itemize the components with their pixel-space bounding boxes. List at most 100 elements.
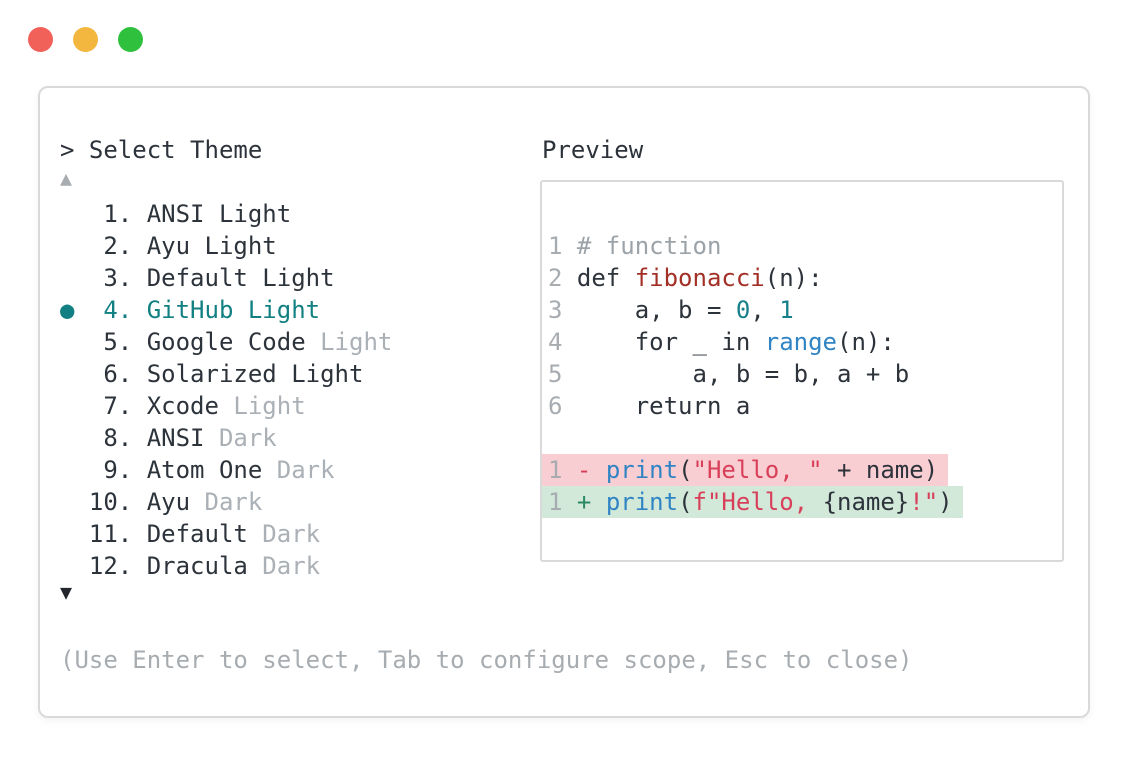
code-token-txt: + name) — [822, 456, 939, 484]
code-token-txt: ( — [678, 456, 693, 484]
code-token-ln: 1 — [548, 232, 577, 260]
option-number: 2. — [60, 232, 147, 260]
code-token-ln: 2 — [548, 264, 577, 292]
option-label: ANSI Light — [146, 200, 292, 228]
theme-option-3[interactable]: 3. Default Light — [60, 262, 392, 294]
code-token-txt: (n): — [837, 328, 895, 356]
option-number: 7. — [60, 392, 147, 420]
diff-line-removed: 1 - print("Hello, " + name) — [542, 454, 1062, 486]
code-token-com: # function — [576, 232, 722, 260]
code-token-txt: return a — [576, 392, 751, 420]
code-line — [542, 422, 1062, 454]
option-label: Dracula — [146, 552, 248, 580]
close-button-icon[interactable] — [28, 27, 53, 52]
option-number: 3. — [60, 264, 147, 292]
diff-line-added: 1 + print(f"Hello, {name}!") — [542, 486, 1062, 518]
code-token-ln: 6 — [548, 392, 577, 420]
option-label: Xcode — [146, 392, 219, 420]
theme-option-6[interactable]: 6. Solarized Light — [60, 358, 392, 390]
option-number: 8. — [60, 424, 147, 452]
option-label: Default — [146, 520, 248, 548]
theme-option-4[interactable]: ● 4. GitHub Light — [60, 294, 392, 326]
option-label-variant: Dark — [247, 520, 321, 548]
code-token-ln: 1 — [548, 488, 577, 516]
preview-label: Preview — [542, 136, 644, 164]
code-token-str: f"Hello, — [692, 488, 823, 516]
code-token-plus: + — [576, 488, 606, 516]
code-token-minus: - — [576, 456, 606, 484]
option-label: Solarized Light — [146, 360, 364, 388]
option-label-variant: Light — [305, 328, 393, 356]
option-label-variant: Dark — [262, 456, 335, 484]
scroll-up-icon[interactable]: ▲ — [60, 166, 73, 190]
option-label: ANSI — [146, 424, 205, 452]
code-token-ln: 4 — [548, 328, 577, 356]
code-token-ln: 3 — [548, 296, 577, 324]
code-line: 6 return a — [542, 390, 1062, 422]
window-controls — [28, 27, 143, 52]
code-line: 3 a, b = 0, 1 — [542, 294, 1062, 326]
code-token-txt: ( — [678, 488, 693, 516]
theme-option-11[interactable]: 11. Default Dark — [60, 518, 392, 550]
option-label: Google Code — [146, 328, 306, 356]
code-token-ln: 5 — [548, 360, 577, 388]
theme-option-5[interactable]: 5. Google Code Light — [60, 326, 392, 358]
code-line: 2 def fibonacci(n): — [542, 262, 1062, 294]
theme-option-2[interactable]: 2. Ayu Light — [60, 230, 392, 262]
theme-list: 1. ANSI Light 2. Ayu Light 3. Default Li… — [60, 198, 392, 582]
page-title: > Select Theme — [60, 136, 263, 164]
option-label-variant: Dark — [204, 424, 277, 452]
code-token-txt: (n): — [764, 264, 823, 292]
code-token-txt: for _ in — [576, 328, 765, 356]
code-token-blue: print — [605, 488, 679, 516]
option-label-variant: Dark — [190, 488, 263, 516]
code-token-txt: ) — [938, 488, 953, 516]
code-line: 1 # function — [542, 230, 1062, 262]
code-token-txt: , — [750, 296, 780, 324]
theme-picker-window: > Select Theme Preview ▲ 1. ANSI Light 2… — [38, 86, 1090, 718]
diff-highlight: 1 + print(f"Hello, {name}!") — [542, 486, 963, 518]
code-token-str: "Hello, " — [692, 456, 823, 484]
code-token-str: !" — [909, 488, 939, 516]
code-token-blue: range — [764, 328, 837, 356]
option-label-variant: Dark — [247, 552, 321, 580]
theme-option-8[interactable]: 8. ANSI Dark — [60, 422, 392, 454]
option-label: GitHub Light — [146, 296, 321, 324]
option-label: Ayu — [146, 488, 191, 516]
code-token-txt: def — [576, 264, 635, 292]
option-number: 6. — [60, 360, 147, 388]
theme-option-1[interactable]: 1. ANSI Light — [60, 198, 392, 230]
theme-option-7[interactable]: 7. Xcode Light — [60, 390, 392, 422]
code-token-ln: 1 — [548, 456, 577, 484]
scroll-down-icon[interactable]: ▼ — [60, 580, 73, 604]
option-number: 11. — [60, 520, 147, 548]
option-number: 12. — [60, 552, 147, 580]
option-label: Atom One — [146, 456, 263, 484]
option-number: 5. — [60, 328, 147, 356]
keyboard-hint: (Use Enter to select, Tab to configure s… — [60, 646, 913, 674]
theme-option-9[interactable]: 9. Atom One Dark — [60, 454, 392, 486]
option-number: 9. — [60, 456, 147, 484]
code-token-num: 1 — [779, 296, 794, 324]
code-token-txt: a, b = — [576, 296, 736, 324]
option-label: Default Light — [146, 264, 335, 292]
selected-bullet-icon: ● 4. — [60, 296, 147, 324]
zoom-button-icon[interactable] — [118, 27, 143, 52]
option-label-variant: Light — [218, 392, 306, 420]
code-line: 5 a, b = b, a + b — [542, 358, 1062, 390]
theme-option-10[interactable]: 10. Ayu Dark — [60, 486, 392, 518]
code-token-fn: fibonacci — [634, 264, 765, 292]
theme-option-12[interactable]: 12. Dracula Dark — [60, 550, 392, 582]
code-token-txt: a, b = b, a + b — [576, 360, 910, 388]
option-number: 10. — [60, 488, 147, 516]
code-line: 4 for _ in range(n): — [542, 326, 1062, 358]
option-label: Ayu Light — [146, 232, 277, 260]
minimize-button-icon[interactable] — [73, 27, 98, 52]
option-number: 1. — [60, 200, 147, 228]
code-token-num: 0 — [735, 296, 751, 324]
code-token-txt: {name} — [822, 488, 910, 516]
diff-highlight: 1 - print("Hello, " + name) — [542, 454, 949, 486]
code-token-blue: print — [605, 456, 679, 484]
